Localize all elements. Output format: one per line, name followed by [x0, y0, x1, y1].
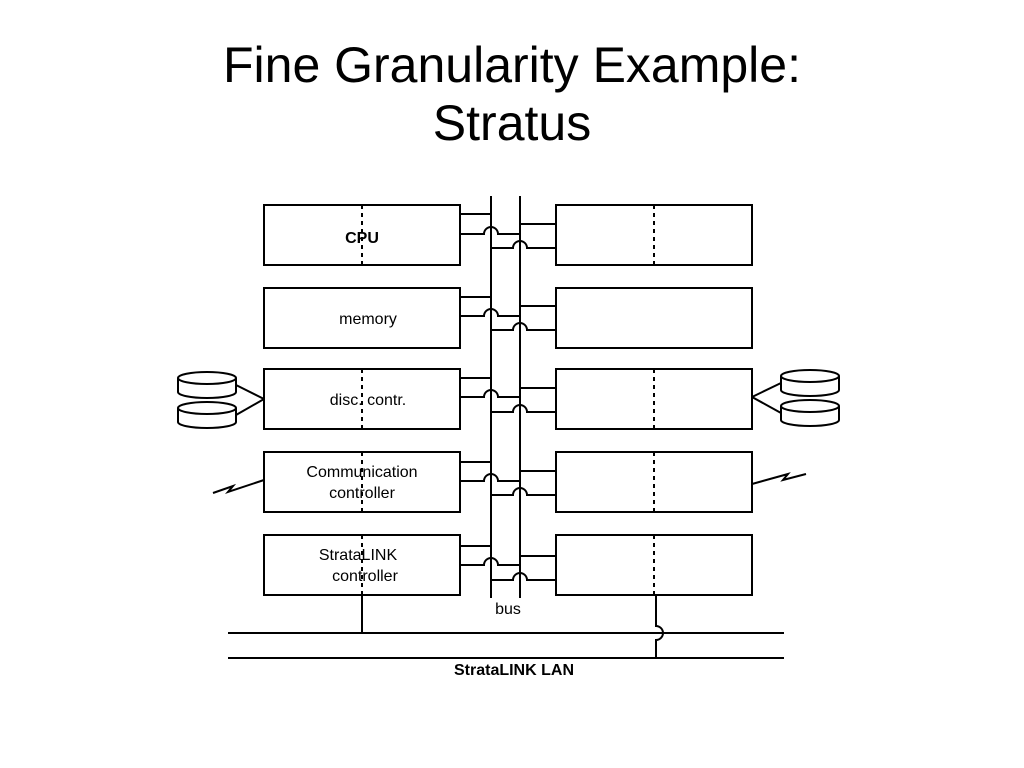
left-disc-drives-icon [177, 371, 265, 429]
stratalink-controller-label-line1: StrataLINK [319, 547, 398, 564]
stratalink-lan-label: StrataLINK LAN [454, 662, 574, 679]
right-disc-drives-icon [751, 369, 840, 427]
bus-label: bus [495, 601, 521, 618]
mirror-memory-module-box [555, 287, 753, 349]
title-line-2: Stratus [432, 95, 592, 151]
cpu-label: CPU [345, 230, 379, 247]
duplex-dividers [361, 205, 655, 595]
communication-controller-label-line2: controller [329, 485, 395, 502]
communication-link-icons [212, 472, 807, 495]
bus-connections [460, 213, 556, 581]
memory-module-box [263, 287, 461, 349]
stratalink-lan-lines [228, 595, 784, 659]
memory-label: memory [339, 311, 397, 328]
title-line-1: Fine Granularity Example: [222, 37, 801, 93]
disc-controller-label: disc. contr. [330, 392, 406, 409]
communication-controller-label-line1: Communication [306, 464, 417, 481]
stratalink-controller-label-line2: controller [332, 568, 398, 585]
slide-title: Fine Granularity Example: Stratus [0, 36, 1024, 152]
